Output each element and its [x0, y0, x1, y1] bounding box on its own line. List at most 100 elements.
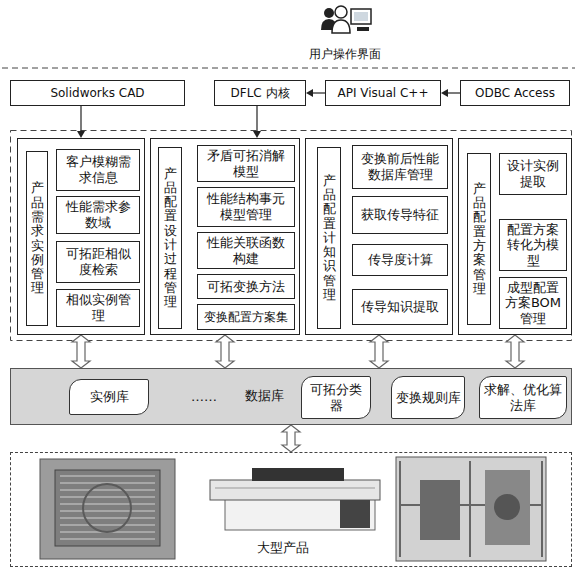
node-text: DFLC 内核	[230, 86, 289, 100]
frame-housing	[396, 457, 546, 561]
node-text: 传导度计算	[368, 252, 433, 268]
function-box: 传导度计算	[352, 244, 448, 276]
machine-block	[485, 470, 530, 545]
gantry	[252, 468, 344, 481]
node-text: 变换配置方案集	[204, 310, 288, 325]
function-box: 变换配置方案集	[197, 304, 295, 330]
node-text: 可拓变换方法	[207, 279, 285, 295]
product-photo	[40, 459, 175, 559]
user-head	[324, 8, 334, 18]
dashed-divider	[2, 68, 575, 69]
machine-housing	[40, 459, 175, 559]
node-text: 获取传导特征	[361, 207, 439, 223]
table-top	[210, 480, 380, 500]
connector-arrow	[253, 106, 261, 138]
title-box: 产品配置设计过程管理	[158, 147, 182, 329]
node-text: 性能结构事元模型管理	[201, 191, 291, 222]
title-box: 产品配置计知识管理	[317, 147, 341, 329]
connector-arrow	[77, 106, 85, 138]
user-head	[335, 6, 347, 18]
node-text: Solidworks CAD	[50, 86, 144, 100]
monitor	[351, 9, 371, 24]
connector-line	[448, 92, 460, 93]
double-arrow	[282, 425, 300, 452]
software-box: ODBC Access	[460, 80, 570, 106]
function-box: 客户模糊需求信息	[56, 149, 140, 191]
module-group: 产品配置计知识管理 变换前后性能数据库管理获取传导特征传导度计算传导知识提取	[305, 138, 453, 335]
connector-arrow	[441, 89, 460, 97]
function-box: 性能关联函数构建	[197, 232, 295, 269]
arrow-head	[306, 89, 313, 97]
function-box: 可拓变换方法	[197, 274, 295, 299]
module-group: 产品配置设计过程管理 矛盾可拓消解模型性能结构事元模型管理性能关联函数构建可拓变换…	[150, 138, 300, 335]
product-photo	[210, 468, 380, 530]
region-text: 大型产品	[257, 540, 309, 556]
function-box: 可拓距相似度检索	[56, 241, 140, 283]
vertical-title: 产品需求实例管理	[31, 181, 44, 295]
node-text: 性能关联函数构建	[201, 235, 291, 266]
region-text: 数据库	[245, 388, 284, 404]
connector-line	[313, 92, 325, 93]
node-text: 传导知识提取	[361, 299, 439, 315]
product-photo	[396, 457, 546, 561]
double-arrow	[216, 335, 234, 368]
frame-bars	[400, 461, 542, 557]
keyboard	[357, 27, 369, 31]
node-text: 求解、优化算法库	[483, 382, 563, 413]
function-box: 成型配置方案BOM管理	[499, 277, 567, 329]
node-text: 矛盾可拓消解模型	[201, 148, 291, 179]
node-text: 可拓距相似度检索	[60, 246, 136, 277]
interface-label: 用户操作界面	[309, 47, 381, 61]
function-box: 性能结构事元模型管理	[197, 187, 295, 227]
node-text: 性能需求参数域	[60, 199, 136, 230]
node-text: ODBC Access	[475, 86, 555, 100]
function-box: 设计实例提取	[499, 153, 567, 195]
library-scroll: 变换规则库	[391, 376, 465, 419]
database-band: ……数据库实例库可拓分类器变换规则库求解、优化算法库	[10, 368, 572, 425]
arrow-head	[253, 131, 261, 138]
module-group: 产品需求实例管理 客户模糊需求信息性能需求参数域可拓距相似度检索相似实例管理	[17, 138, 145, 335]
arrow-head	[77, 131, 85, 138]
table-base	[225, 498, 375, 530]
node-text: 客户模糊需求信息	[60, 154, 136, 185]
function-box: 相似实例管理	[56, 289, 140, 327]
function-box: 性能需求参数域	[56, 196, 140, 234]
connector-arrow	[506, 335, 524, 368]
node-text: 变换前后性能数据库管理	[356, 151, 444, 182]
connector-arrow	[72, 335, 90, 368]
software-box: Solidworks CAD	[10, 80, 185, 106]
motor	[494, 494, 520, 520]
vertical-title: 产品配置计知识管理	[323, 174, 336, 303]
fan-ring	[83, 484, 131, 532]
machine-block	[420, 480, 460, 540]
title-box: 产品配置方案管理	[467, 153, 491, 325]
function-box: 传导知识提取	[352, 289, 448, 325]
node-text: 实例库	[90, 389, 129, 405]
function-box: 矛盾可拓消解模型	[197, 145, 295, 182]
vertical-title: 产品配置方案管理	[473, 182, 486, 296]
library-scroll: 实例库	[69, 379, 149, 415]
node-text: 配置方案转化为模型	[503, 222, 563, 269]
node-text: 相似实例管理	[60, 292, 136, 323]
grille-lines	[60, 476, 155, 539]
function-box: 获取传导特征	[352, 196, 448, 234]
node-text: 成型配置方案BOM管理	[503, 280, 563, 327]
function-box: 配置方案转化为模型	[499, 219, 567, 271]
node-text: 可拓分类器	[305, 382, 367, 413]
user-body	[332, 20, 350, 33]
double-arrow	[370, 335, 388, 368]
node-text: API Visual C++	[338, 86, 429, 100]
software-box: DFLC 内核	[214, 80, 306, 106]
product-region: 大型产品	[10, 452, 572, 567]
node-text: 设计实例提取	[503, 158, 563, 189]
vertical-title: 产品配置设计过程管理	[164, 167, 177, 310]
function-box: 变换前后性能数据库管理	[352, 145, 448, 189]
connector-arrow	[306, 89, 325, 97]
library-scroll: 求解、优化算法库	[479, 376, 567, 419]
double-arrow	[72, 335, 90, 368]
connector-line	[256, 106, 257, 131]
dashed-frame	[11, 131, 572, 341]
double-arrow	[506, 335, 524, 368]
library-scroll: 可拓分类器	[301, 376, 371, 419]
